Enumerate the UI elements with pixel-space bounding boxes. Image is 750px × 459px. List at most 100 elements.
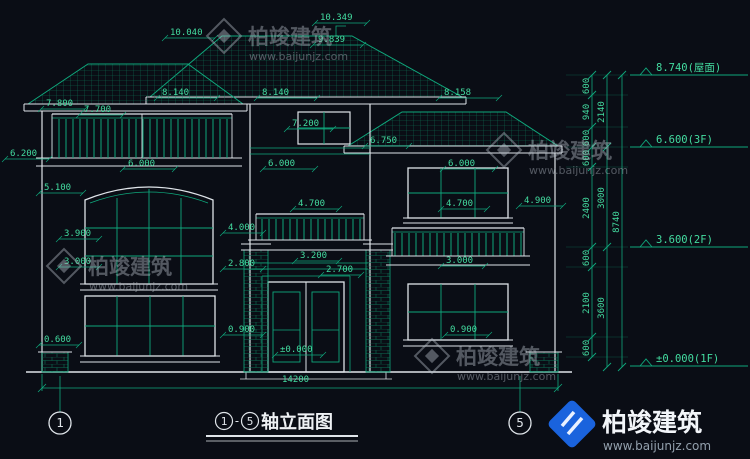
dimension-label: 4.700 bbox=[446, 199, 473, 209]
right-roof-fascia bbox=[343, 145, 563, 154]
ridge-finial bbox=[335, 25, 346, 36]
dimension-line bbox=[441, 331, 493, 339]
dimension-label: 3.000 bbox=[64, 257, 91, 267]
left-lower-window bbox=[80, 295, 220, 363]
title-axis-end: 5 bbox=[247, 415, 254, 428]
axis-bubble-label: 5 bbox=[516, 415, 524, 430]
watermark-brand: 柏竣建筑 bbox=[88, 255, 172, 279]
brand-name: 柏竣建筑 bbox=[602, 408, 702, 437]
dimension-label: 14200 bbox=[282, 375, 309, 385]
dimension-label: 7.700 bbox=[84, 105, 111, 115]
elevation-mark: 3.600(2F) bbox=[630, 234, 748, 248]
dimension-line bbox=[55, 263, 103, 271]
dimension-label: 0.600 bbox=[44, 335, 71, 345]
dimension-line bbox=[291, 257, 343, 265]
right-balcony-railing bbox=[386, 227, 530, 266]
left-wing bbox=[36, 111, 242, 372]
axis-bubble-label: 1 bbox=[56, 415, 64, 430]
dimension-line bbox=[253, 94, 321, 102]
dimension-line bbox=[75, 111, 127, 119]
main-roof bbox=[145, 25, 467, 105]
dimension-label: 10.040 bbox=[170, 28, 203, 38]
right-lower-window bbox=[403, 283, 513, 347]
watermark-url: www.baijunjz.com bbox=[529, 164, 628, 177]
watermark-url: www.baijunjz.com bbox=[457, 370, 556, 383]
dimension-line bbox=[153, 94, 221, 102]
elevation-mark: 6.600(3F) bbox=[630, 134, 748, 148]
dimension-label: ±0.000 bbox=[280, 345, 313, 355]
elevation-mark: 8.740(屋面) bbox=[630, 62, 748, 76]
left-balcony-railing bbox=[51, 113, 233, 158]
brand-logo-stripes bbox=[560, 410, 584, 436]
dimension-label: 7.800 bbox=[46, 99, 73, 109]
dimension-line bbox=[439, 165, 499, 173]
dimension-line bbox=[437, 205, 491, 213]
dimension-line bbox=[435, 94, 503, 102]
chain-dimension: 600 bbox=[582, 130, 592, 146]
chain-dimension: 2400 bbox=[582, 197, 592, 219]
dimension-label: 8.140 bbox=[162, 88, 189, 98]
chain-dimension: 940 bbox=[582, 104, 592, 120]
right-roof bbox=[343, 111, 563, 154]
chain-dimension: 2140 bbox=[597, 101, 607, 123]
elevation-label: 3.600(2F) bbox=[656, 234, 713, 246]
watermark-brand: 柏竣建筑 bbox=[456, 345, 540, 369]
title-axis-start: 1 bbox=[221, 415, 228, 428]
chain-dimension: 600 bbox=[582, 150, 592, 166]
chain-dimension: 600 bbox=[582, 250, 592, 266]
watermark-logo-icon bbox=[45, 247, 83, 285]
dimension-label: 3.900 bbox=[64, 229, 91, 239]
chain-dimension: 2100 bbox=[582, 292, 592, 314]
elevation-label: 8.740(屋面) bbox=[656, 62, 721, 74]
watermark-url: www.baijunjz.com bbox=[89, 280, 188, 293]
watermark-logo-icon bbox=[205, 17, 243, 55]
chain-dimension: 3600 bbox=[597, 297, 607, 319]
chain-dimension: 600 bbox=[582, 340, 592, 356]
title-dash: - bbox=[233, 414, 240, 428]
main-roof-fascia bbox=[145, 96, 467, 105]
chain-dimension: 3000 bbox=[597, 187, 607, 209]
dimension-line bbox=[55, 235, 103, 243]
dimension-line bbox=[37, 105, 89, 113]
dimension-label: 8.140 bbox=[262, 88, 289, 98]
dimension-line bbox=[35, 341, 83, 349]
dimension-label: 0.900 bbox=[228, 325, 255, 335]
dimension-line bbox=[437, 262, 489, 270]
dimension-line bbox=[161, 34, 219, 42]
door-piers bbox=[241, 243, 393, 373]
dimension-line bbox=[219, 229, 267, 237]
title-text: 轴立面图 bbox=[261, 411, 333, 433]
center-balcony bbox=[248, 213, 372, 270]
dimension-label: 9.839 bbox=[318, 35, 345, 45]
dimension-label: 6.000 bbox=[448, 159, 475, 169]
dimension-label: 4.700 bbox=[298, 199, 325, 209]
dimension-label: 2.800 bbox=[228, 259, 255, 269]
dimension-line bbox=[119, 165, 179, 173]
dimension-line bbox=[271, 351, 327, 359]
dimension-label: 10.349 bbox=[320, 13, 353, 23]
chain-dimension: 8740 bbox=[612, 211, 622, 233]
dimension-label: 0.900 bbox=[450, 325, 477, 335]
axis-bubble: 5 bbox=[508, 411, 532, 435]
dimension-chain: 2140 3000 3600 bbox=[597, 70, 612, 372]
axis-bubble: 1 bbox=[48, 411, 72, 435]
left-roof-fascia bbox=[23, 103, 248, 112]
elevation-mark: ±0.000(1F) bbox=[630, 353, 748, 367]
dimension-label: 3.000 bbox=[446, 256, 473, 266]
dimension-line bbox=[311, 19, 371, 27]
drawing-title: 1-5 轴立面图 bbox=[206, 411, 358, 442]
dimension-label: 6.000 bbox=[268, 159, 295, 169]
dimension-line bbox=[289, 205, 343, 213]
corner-piers bbox=[38, 351, 562, 373]
dimension-line bbox=[317, 271, 365, 279]
elevation-label: ±0.000(1F) bbox=[656, 353, 719, 365]
watermark-brand: 柏竣建筑 bbox=[248, 25, 332, 49]
overall-dimension-line bbox=[37, 374, 563, 412]
dimension-label: 6.000 bbox=[128, 159, 155, 169]
dimension-label: 5.100 bbox=[44, 183, 71, 193]
brand-logo-icon bbox=[548, 400, 596, 448]
dimension-line bbox=[259, 165, 319, 173]
